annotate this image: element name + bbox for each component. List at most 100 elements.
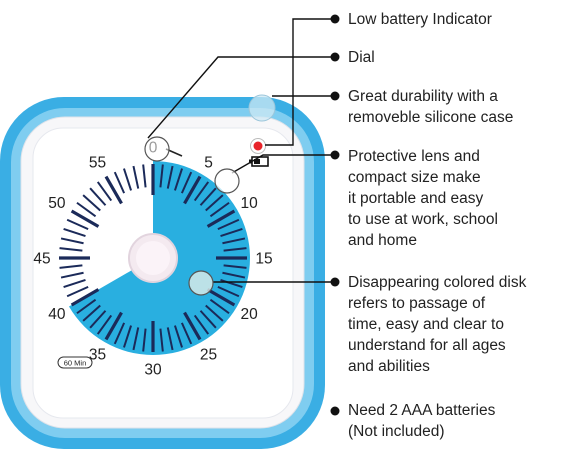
red-indicator-light-core <box>253 141 263 151</box>
dial-tick <box>205 194 224 212</box>
dial-tick <box>209 298 230 315</box>
callout-dot-battery <box>330 14 340 24</box>
callout-durability: Great durability with a removeble silico… <box>348 86 513 128</box>
callout-disk-line: Disappearing colored disk <box>348 274 527 291</box>
center-knob-inner <box>136 241 170 275</box>
dial-tick <box>104 175 123 205</box>
callout-lens-line: compact size make <box>348 169 481 186</box>
dial-tick <box>82 304 101 322</box>
callout-dot-lens <box>330 150 340 160</box>
leader-arrowheads <box>330 14 340 416</box>
dial-tick <box>70 209 100 228</box>
dial-number: 15 <box>255 251 272 268</box>
dial-tick <box>96 181 113 202</box>
dial-tick <box>63 278 86 288</box>
callout-low-battery-line: Low battery Indicator <box>348 11 492 28</box>
callout-circle-marker-disk <box>188 270 214 296</box>
dial-tick <box>217 218 240 231</box>
dial-tick <box>159 328 164 352</box>
dial-tick <box>205 304 224 322</box>
dial-tick <box>82 194 101 212</box>
callout-lens-line: to use at work, school <box>348 211 498 228</box>
dial-tick <box>222 271 246 279</box>
dial-tick <box>180 171 193 194</box>
callout-durability-line: Great durability with a <box>348 88 498 105</box>
dial-number: 40 <box>48 306 66 323</box>
dial-tick <box>199 310 217 329</box>
callout-dial-line: Dial <box>348 49 375 66</box>
dial-number: 30 <box>144 362 162 379</box>
dial-number: 25 <box>200 347 217 364</box>
dial-tick <box>113 322 126 345</box>
dial-tick <box>183 311 202 341</box>
duration-badge-label: 60 Min <box>64 359 87 368</box>
dial-tick <box>89 187 107 206</box>
callout-disk-line: refers to passage of <box>348 295 485 312</box>
callout-dot-disk <box>330 277 340 287</box>
dial-number: 20 <box>241 306 259 323</box>
callout-lens-line: it portable and easy <box>348 190 484 207</box>
callout-protective-lens: Protective lens and compact size make it… <box>348 146 498 251</box>
dial-tick <box>180 322 193 345</box>
leader-line-lens <box>231 154 333 174</box>
callout-durability-line: removeble silicone case <box>348 109 514 126</box>
callout-disk-line: and abilities <box>348 358 430 375</box>
dial-tick <box>70 288 100 307</box>
dial-tick <box>166 327 174 351</box>
dial-tick <box>76 201 97 218</box>
dial-tick <box>142 328 147 352</box>
dial-number: 55 <box>89 154 106 171</box>
dial-tick <box>193 181 210 202</box>
dial-tick <box>222 237 246 245</box>
dial-tick <box>142 164 147 188</box>
callout-dot-case <box>330 91 340 101</box>
dial-tick <box>220 228 243 238</box>
duration-badge <box>57 356 93 369</box>
dial-tick <box>159 164 164 188</box>
dial-tick <box>132 165 140 189</box>
dial-number: 10 <box>241 195 259 212</box>
dial-tick <box>59 247 83 252</box>
callout-low-battery: Low battery Indicator <box>348 9 492 30</box>
dial-tick <box>183 175 202 205</box>
callout-lens-line: Protective lens and <box>348 148 480 165</box>
dial-tick <box>59 264 83 269</box>
dial-number: 35 <box>89 347 106 364</box>
dial-tick <box>96 314 113 335</box>
dial-tick <box>193 314 210 335</box>
callout-batteries-line: Need 2 AAA batteries <box>348 402 496 419</box>
callout-dial: Dial <box>348 47 375 68</box>
callout-disk-line: understand for all ages <box>348 337 506 354</box>
dial-tick <box>223 264 247 269</box>
dial-number: 45 <box>33 251 50 268</box>
leader-line-dial <box>147 56 333 139</box>
dial-tick <box>199 187 217 206</box>
callout-disk-line: time, easy and clear to <box>348 316 504 333</box>
callout-circle-marker-lens <box>214 168 240 194</box>
dial-tick <box>123 325 133 348</box>
callout-dot-dial <box>330 52 340 62</box>
dial-tick <box>173 168 183 191</box>
dial-tick <box>206 209 236 228</box>
dial-number: 50 <box>48 195 66 212</box>
dial-tick <box>132 327 140 351</box>
dial-tick <box>123 168 133 191</box>
dial-tick <box>173 325 183 348</box>
dial-tick <box>60 237 84 245</box>
leader-line-battery <box>265 18 333 146</box>
dial-tick <box>206 288 236 307</box>
callout-batteries-line: (Not included) <box>348 423 445 440</box>
dial-tick <box>66 285 89 298</box>
dial-tick <box>63 228 86 238</box>
dial-tick <box>60 271 84 279</box>
dial-number: 5 <box>204 154 213 171</box>
dial: 0510152025303540455055 <box>33 140 272 379</box>
callout-circle-marker-case <box>248 94 276 122</box>
callout-circle-marker-dial <box>144 136 170 162</box>
dial-tick <box>113 171 126 194</box>
dial-tick <box>209 201 230 218</box>
leader-lines <box>147 18 333 283</box>
callout-lens-line: and home <box>348 232 417 249</box>
dial-tick <box>223 247 247 252</box>
